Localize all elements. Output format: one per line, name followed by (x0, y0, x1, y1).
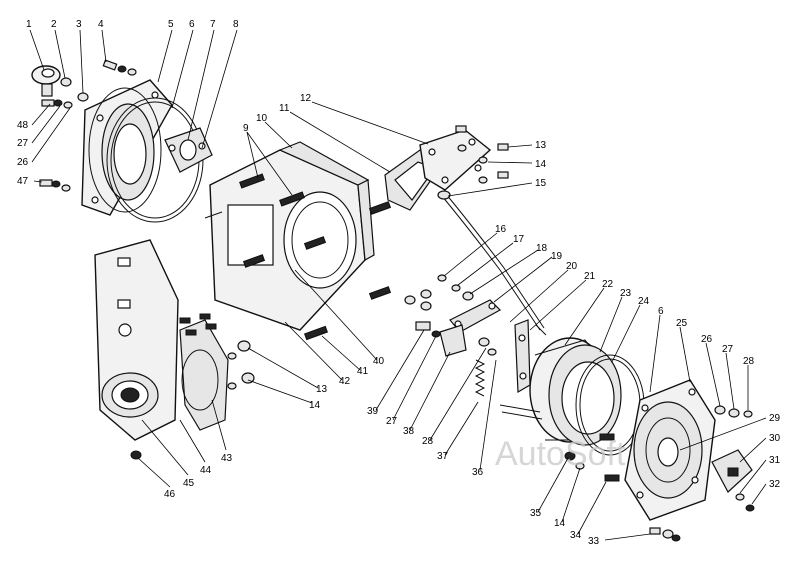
callout-label: 4 (98, 19, 104, 30)
callout-label: 3 (76, 19, 82, 30)
callout-label: 8 (233, 19, 239, 30)
callout-label: 27 (722, 344, 734, 355)
callout-label: 39 (367, 406, 379, 417)
callout-label: 48 (17, 120, 29, 131)
callout-label: 15 (535, 178, 547, 189)
leader-lines (29, 29, 767, 541)
callout-label: 9 (243, 123, 249, 134)
callout-label: 6 (189, 19, 195, 30)
gear-cover-part (179, 319, 229, 431)
clamp-part (31, 65, 61, 97)
callout-label: 7 (210, 19, 216, 30)
top-cover-group (384, 125, 545, 331)
callout-label: 41 (357, 366, 369, 377)
washer-part (77, 92, 89, 102)
callout-label: 38 (403, 426, 415, 437)
bolt-part (39, 179, 71, 192)
callout-label: 17 (513, 234, 525, 245)
side-plate-group (94, 239, 255, 460)
callout-label: 27 (17, 138, 29, 149)
stud-part (303, 325, 329, 341)
stud-part (368, 201, 392, 215)
callout-label: 47 (17, 176, 29, 187)
callout-label: 42 (339, 376, 351, 387)
callout-label: 5 (168, 19, 174, 30)
callout-label: 26 (701, 334, 713, 345)
stud-part (303, 236, 327, 250)
central-housing-group (204, 141, 392, 341)
linkage-group (404, 274, 547, 397)
callout-label: 32 (769, 479, 781, 490)
callout-label: 19 (551, 251, 563, 262)
bolt-part (497, 171, 509, 179)
callout-label: 44 (200, 465, 212, 476)
callout-label: 43 (221, 453, 233, 464)
spring-part (474, 359, 486, 397)
flange-cover-group (31, 59, 213, 223)
stud-part (368, 286, 392, 300)
callout-label: 27 (386, 416, 398, 427)
callout-label: 36 (472, 467, 484, 478)
cable-part (441, 195, 541, 331)
callout-label: 24 (638, 296, 650, 307)
callout-label: 26 (17, 157, 29, 168)
callout-label: 13 (535, 140, 547, 151)
callout-label: 35 (530, 508, 542, 519)
callout-label: 2 (51, 19, 57, 30)
callout-label: 33 (588, 536, 600, 547)
callout-label: 34 (570, 530, 582, 541)
callout-label: 12 (300, 93, 312, 104)
callout-label: 14 (309, 400, 321, 411)
callout-label: 16 (495, 224, 507, 235)
callout-label: 22 (602, 279, 614, 290)
callout-label: 37 (437, 451, 449, 462)
plug-part (130, 450, 142, 460)
callout-label: 11 (279, 103, 290, 114)
bolt-part (497, 143, 509, 151)
callout-label: 1 (26, 19, 32, 30)
callout-label: 25 (676, 318, 688, 329)
end-cover-group (624, 379, 755, 542)
callout-label: 29 (769, 413, 781, 424)
arm-part (514, 319, 531, 394)
bolt-part (41, 99, 73, 109)
callout-labels: 1 2 3 4 5 6 7 8 9 10 11 12 13 14 15 16 1… (17, 19, 781, 547)
callout-label: 18 (536, 243, 548, 254)
stud-part (279, 191, 305, 207)
callout-label: 45 (183, 478, 195, 489)
callout-label: 30 (769, 433, 781, 444)
callout-label: 14 (535, 159, 547, 170)
bolt-part (455, 125, 467, 133)
callout-label: 46 (164, 489, 176, 500)
callout-label: 28 (743, 356, 755, 367)
callout-label: 10 (256, 113, 268, 124)
washer-part (60, 77, 72, 87)
small-flange-part (164, 127, 213, 173)
callout-label: 23 (620, 288, 632, 299)
callout-label: 28 (422, 436, 434, 447)
callout-label: 14 (554, 518, 566, 529)
callout-label: 6 (658, 306, 664, 317)
bolt-part (415, 321, 431, 331)
callout-label: 40 (373, 356, 385, 367)
stud-part (242, 254, 266, 268)
watermark-text: AutoSoft (495, 435, 626, 473)
bracket-part (439, 324, 467, 357)
callout-label: 13 (316, 384, 328, 395)
callout-label: 21 (584, 271, 596, 282)
callout-label: 20 (566, 261, 578, 272)
bolt-part (102, 59, 137, 76)
callout-label: 31 (769, 455, 781, 466)
